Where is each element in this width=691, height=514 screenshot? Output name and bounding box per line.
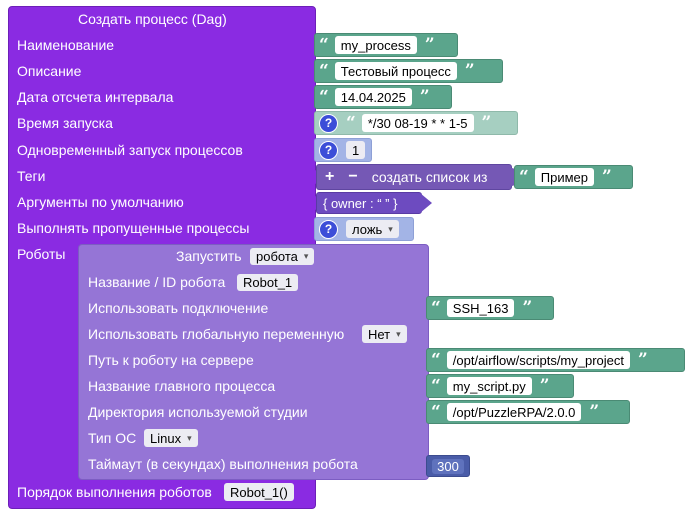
timeout-number-block[interactable]: 300 — [426, 455, 470, 477]
tag-text-block[interactable]: “ Пример ” — [514, 165, 633, 189]
main-process-field[interactable]: my_script.py — [446, 377, 532, 395]
studio-dir-label: Директория используемой студии — [88, 404, 308, 420]
os-value: Linux — [150, 430, 182, 446]
path-field[interactable]: /opt/airflow/scripts/my_project — [446, 351, 631, 369]
chevron-down-icon: ▾ — [396, 328, 401, 339]
path-text-block[interactable]: “ /opt/airflow/scripts/my_project ” — [426, 348, 685, 372]
chevron-down-icon: ▾ — [388, 223, 393, 234]
catchup-label: Выполнять пропущенные процессы — [17, 220, 250, 236]
create-list-label: создать список из — [371, 169, 488, 185]
run-type-dropdown[interactable]: робота ▾ — [250, 248, 315, 265]
input-socket — [419, 403, 429, 421]
open-quote-icon: “ — [431, 375, 441, 396]
help-icon[interactable]: ? — [319, 140, 338, 160]
open-quote-icon: “ — [431, 297, 441, 318]
order-field[interactable]: Robot_1() — [224, 483, 294, 501]
schedule-label: Время запуска — [17, 115, 113, 131]
default-args-label: Аргументы по умолчанию — [17, 194, 184, 210]
default-args-value: { owner : “ ” } — [323, 195, 398, 211]
close-quote-icon: ” — [419, 86, 430, 107]
start-date-label: Дата отсчета интервала — [17, 89, 174, 105]
concurrency-field[interactable]: 1 — [346, 141, 366, 159]
run-label: Запустить — [176, 248, 242, 264]
catchup-dropdown[interactable]: ложь ▾ — [346, 220, 399, 238]
close-quote-icon: ” — [481, 112, 492, 133]
connection-label: Использовать подключение — [88, 300, 269, 316]
close-quote-icon: ” — [589, 401, 600, 422]
description-label: Описание — [17, 63, 82, 79]
robots-label: Роботы — [17, 246, 66, 262]
chevron-down-icon: ▾ — [303, 251, 309, 261]
default-args-block[interactable]: { owner : “ ” } — [316, 192, 422, 214]
block-arrow-icon — [420, 193, 432, 213]
studio-dir-field[interactable]: /opt/PuzzleRPA/2.0.0 — [446, 403, 582, 421]
name-text-block[interactable]: “ my_process ” — [314, 33, 458, 57]
input-socket — [419, 377, 429, 395]
chevron-down-icon: ▾ — [187, 432, 192, 443]
description-text-block[interactable]: “ Тестовый процесс ” — [314, 59, 503, 83]
main-process-text-block[interactable]: “ my_script.py ” — [426, 374, 574, 398]
description-field[interactable]: Тестовый процесс — [334, 62, 457, 80]
connection-field[interactable]: SSH_163 — [446, 299, 515, 317]
open-quote-icon: “ — [319, 86, 329, 107]
path-label: Путь к роботу на сервере — [88, 352, 254, 368]
name-label: Наименование — [17, 37, 115, 53]
open-quote-icon: “ — [319, 60, 329, 81]
os-dropdown[interactable]: Linux ▾ — [144, 429, 198, 447]
start-date-field[interactable]: 14.04.2025 — [334, 88, 412, 106]
open-quote-icon: “ — [319, 34, 329, 55]
start-date-text-block[interactable]: “ 14.04.2025 ” — [314, 85, 452, 109]
connection-text-block[interactable]: “ SSH_163 ” — [426, 296, 554, 320]
plus-icon[interactable]: + — [325, 168, 335, 185]
close-quote-icon: ” — [522, 297, 533, 318]
run-type-value: робота — [256, 249, 298, 264]
block-title: Создать процесс (Dag) — [78, 11, 227, 27]
os-label: Тип ОС — [88, 430, 137, 446]
schedule-field[interactable]: */30 08-19 * * 1-5 — [361, 114, 474, 132]
catchup-value: ложь — [352, 221, 383, 237]
help-icon[interactable]: ? — [319, 219, 338, 239]
close-quote-icon: ” — [539, 375, 550, 396]
order-label: Порядок выполнения роботов — [17, 484, 212, 500]
help-icon[interactable]: ? — [319, 113, 338, 133]
input-socket — [306, 194, 318, 212]
close-quote-icon: ” — [464, 60, 475, 81]
input-socket — [419, 351, 429, 369]
open-quote-icon: “ — [346, 112, 356, 133]
studio-dir-text-block[interactable]: “ /opt/PuzzleRPA/2.0.0 ” — [426, 400, 630, 424]
global-var-value: Нет — [368, 326, 391, 342]
global-var-dropdown[interactable]: Нет ▾ — [362, 325, 407, 343]
open-quote-icon: “ — [431, 349, 441, 370]
input-socket — [306, 168, 318, 186]
create-list-block[interactable]: + − создать список из — [316, 164, 512, 190]
timeout-label: Таймаут (в секундах) выполнения робота — [88, 456, 358, 472]
input-socket — [419, 456, 429, 474]
robot-name-label: Название / ID робота — [88, 274, 226, 290]
schedule-text-block[interactable]: ? “ */30 08-19 * * 1-5 ” — [314, 111, 518, 135]
concurrency-label: Одновременный запуск процессов — [17, 142, 243, 158]
global-var-label: Использовать глобальную переменную — [88, 326, 345, 342]
robot-name-field[interactable]: Robot_1 — [237, 274, 299, 291]
close-quote-icon: ” — [424, 34, 435, 55]
main-process-label: Название главного процесса — [88, 378, 276, 394]
minus-icon[interactable]: − — [348, 168, 358, 185]
tags-label: Теги — [17, 168, 46, 184]
open-quote-icon: “ — [431, 401, 441, 422]
name-field[interactable]: my_process — [334, 36, 417, 54]
tag-field[interactable]: Пример — [534, 168, 595, 186]
close-quote-icon: ” — [638, 349, 648, 370]
catchup-boolean-block[interactable]: ? ложь ▾ — [314, 217, 414, 241]
concurrency-number-block[interactable]: ? 1 — [314, 138, 372, 162]
timeout-field[interactable]: 300 — [432, 458, 464, 474]
input-socket — [419, 299, 429, 317]
open-quote-icon: “ — [519, 166, 529, 187]
close-quote-icon: ” — [602, 166, 612, 187]
